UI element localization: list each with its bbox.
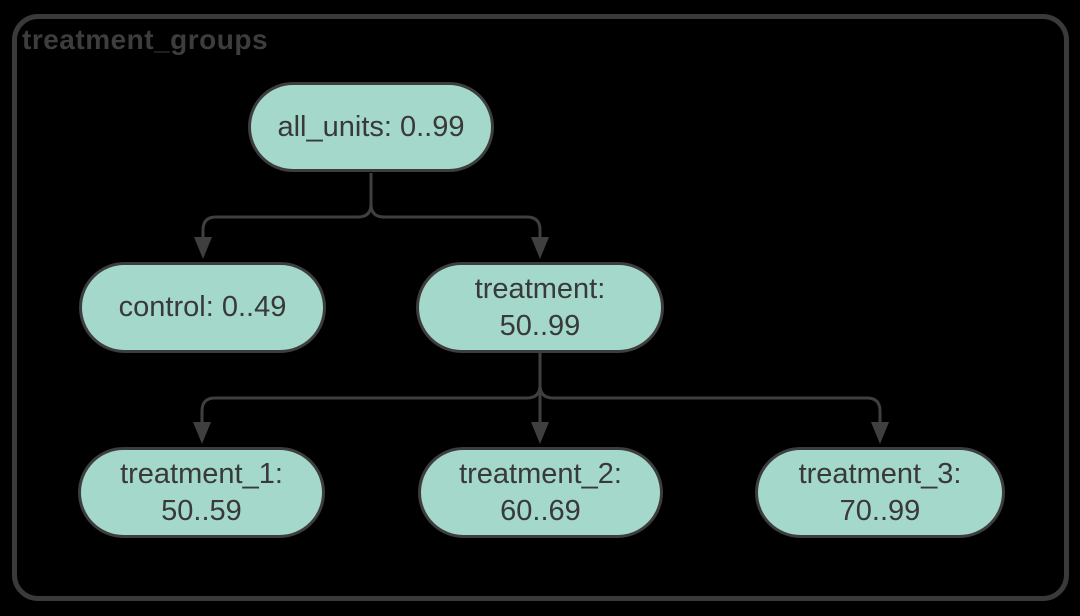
node-treatment-2: treatment_2: 60..69 — [418, 447, 663, 538]
node-treatment-1: treatment_1: 50..59 — [78, 447, 325, 538]
node-control-label: control: 0..49 — [118, 291, 287, 324]
node-treatment-2-label: treatment_2: 60..69 — [459, 458, 622, 527]
node-treatment-1-label: treatment_1: 50..59 — [120, 458, 283, 527]
node-control: control: 0..49 — [79, 262, 326, 353]
container-title: treatment_groups — [22, 24, 269, 55]
node-treatment: treatment: 50..99 — [416, 262, 664, 353]
treatment-groups-container — [12, 14, 1069, 601]
node-all-units: all_units: 0..99 — [248, 82, 494, 172]
node-treatment-3: treatment_3: 70..99 — [755, 447, 1005, 538]
node-treatment-label: treatment: 50..99 — [474, 273, 606, 342]
node-all-units-label: all_units: 0..99 — [277, 110, 465, 143]
node-treatment-3-label: treatment_3: 70..99 — [798, 458, 962, 527]
